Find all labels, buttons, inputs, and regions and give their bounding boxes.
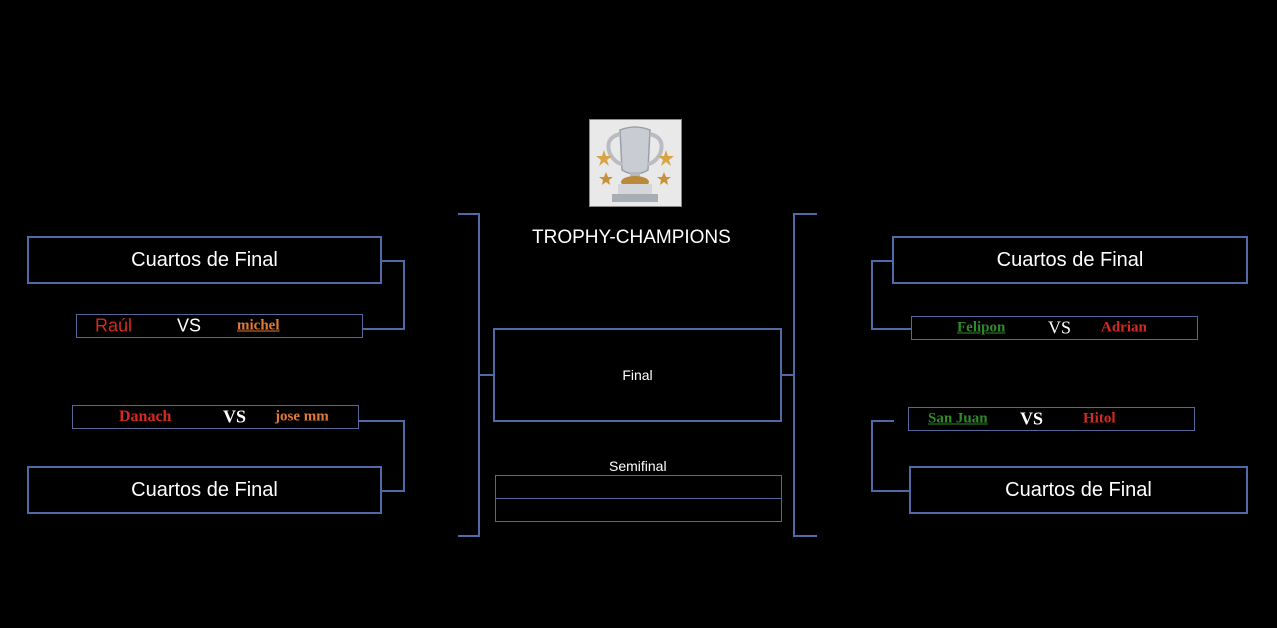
trophy-icon bbox=[590, 120, 681, 206]
semifinal-slot-1 bbox=[495, 475, 782, 499]
left-match-2-player2: jose mm bbox=[275, 408, 329, 425]
right-match-1: Felipon VS Adrian bbox=[911, 316, 1198, 340]
right-bottom-quarterfinal-label: Cuartos de Final bbox=[1005, 478, 1152, 501]
final-label: Final bbox=[622, 367, 653, 383]
right-match-1-player2: Adrian bbox=[1101, 319, 1147, 336]
right-match-2-player1: San Juan bbox=[928, 410, 988, 427]
left-top-quarterfinal-box: Cuartos de Final bbox=[27, 236, 382, 284]
right-match-2-player2: Hitol bbox=[1083, 410, 1116, 427]
left-match-1-player2: michel bbox=[237, 317, 280, 334]
final-box: Final bbox=[493, 328, 782, 422]
right-match-1-vs: VS bbox=[1048, 317, 1072, 338]
semifinal-label: Semifinal bbox=[609, 458, 667, 474]
left-match-1-vs: VS bbox=[177, 315, 202, 336]
trophy-image bbox=[589, 119, 682, 207]
right-match-1-player1: Felipon bbox=[957, 319, 1006, 336]
right-match-2-vs: VS bbox=[1020, 408, 1044, 429]
right-bottom-quarterfinal-box: Cuartos de Final bbox=[909, 466, 1248, 514]
right-top-quarterfinal-label: Cuartos de Final bbox=[996, 248, 1144, 271]
left-top-quarterfinal-label: Cuartos de Final bbox=[131, 248, 278, 271]
left-match-1-player1: Raúl bbox=[95, 315, 133, 336]
left-match-2: Danach VS jose mm bbox=[72, 405, 359, 429]
left-bottom-quarterfinal-box: Cuartos de Final bbox=[27, 466, 382, 514]
semifinal-slot-2 bbox=[495, 498, 782, 522]
left-match-2-player1: Danach bbox=[119, 408, 172, 425]
left-bottom-quarterfinal-label: Cuartos de Final bbox=[131, 478, 278, 501]
right-match-2: San Juan VS Hitol bbox=[908, 407, 1195, 431]
left-match-2-vs: VS bbox=[223, 406, 247, 427]
right-top-quarterfinal-box: Cuartos de Final bbox=[892, 236, 1248, 284]
left-match-1: Raúl VS michel bbox=[76, 314, 363, 338]
page-title: TROPHY-CHAMPIONS bbox=[532, 227, 731, 248]
